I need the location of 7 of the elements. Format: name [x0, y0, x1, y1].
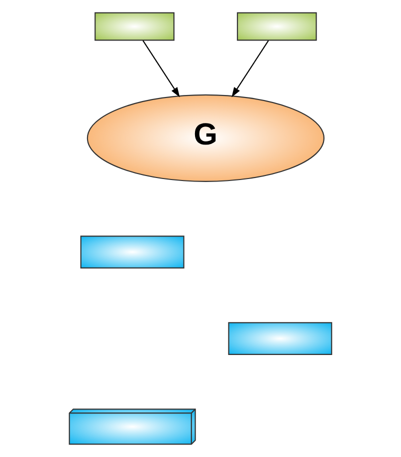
- node-box: [80, 236, 184, 268]
- arrow: [232, 40, 269, 98]
- node-box: [228, 322, 332, 355]
- node-box: [94, 12, 174, 41]
- node-ellipse: G: [86, 94, 324, 182]
- node-box: [236, 12, 317, 41]
- arrow: [142, 40, 180, 98]
